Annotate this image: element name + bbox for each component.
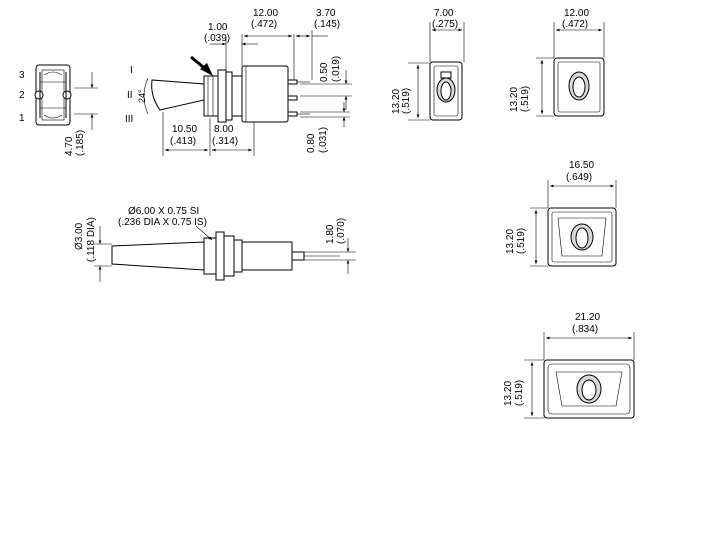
front-view-12mm	[553, 57, 605, 117]
pin-3-label: 3	[19, 70, 25, 81]
dim-519-d: (.519)	[514, 380, 525, 406]
position-II: II	[127, 90, 133, 101]
position-I: I	[130, 65, 133, 76]
front-view-16mm	[547, 207, 617, 267]
dim-039: (.039)	[204, 33, 230, 44]
dim-080: 0.80	[306, 133, 317, 153]
pin-2-label: 2	[19, 90, 25, 101]
dim-472-front: (.472)	[562, 19, 588, 30]
dim-031: (.031)	[318, 127, 329, 153]
front-view-narrow	[429, 61, 463, 121]
dim-180: 1.80	[325, 224, 336, 244]
dim-413: (.413)	[170, 136, 196, 147]
dim-1650: 16.50	[569, 160, 594, 171]
terminal-end-view	[34, 64, 72, 126]
dim-700: 7.00	[434, 8, 454, 19]
dim-1320-a: 13.20	[391, 89, 402, 114]
dim-519-a: (.519)	[401, 88, 412, 114]
dim-519-c: (.519)	[516, 228, 527, 254]
dim-472-side: (.472)	[251, 19, 277, 30]
pin-1-label: 1	[19, 113, 25, 124]
front-view-21mm	[543, 359, 635, 419]
angle-24: 24°	[137, 89, 147, 103]
position-III: III	[125, 114, 133, 125]
dim-070: (.070)	[336, 218, 347, 244]
dim-1320-b: 13.20	[509, 87, 520, 112]
dim-2120: 21.20	[575, 312, 600, 323]
dim-800: 8.00	[214, 124, 234, 135]
dim-649: (.649)	[566, 172, 592, 183]
dim-1200-side: 12.00	[253, 8, 278, 19]
dim-314: (.314)	[212, 136, 238, 147]
dim-050: 0.50	[319, 62, 330, 82]
dim-1320-d: 13.20	[503, 381, 514, 406]
dim-145: (.145)	[314, 19, 340, 30]
side-view	[151, 65, 310, 123]
dim-519-b: (.519)	[520, 86, 531, 112]
dim-600: Ø6.00 X 0.75 SI	[128, 206, 199, 217]
dim-1320-c: 13.20	[505, 229, 516, 254]
dim-1050: 10.50	[172, 124, 197, 135]
dim-275: (.275)	[432, 19, 458, 30]
dim-118: (.118 DIA)	[86, 217, 97, 262]
dim-185: (.185)	[75, 130, 86, 156]
dim-470: 4.70	[64, 136, 75, 156]
dim-834: (.834)	[572, 324, 598, 335]
dim-236: (.236 DIA X 0.75 IS)	[118, 217, 207, 228]
dim-019: (.019)	[331, 56, 342, 82]
dim-1200-front: 12.00	[564, 8, 589, 19]
dim-100: 1.00	[208, 22, 228, 33]
lower-side-view	[111, 231, 340, 281]
dim-370: 3.70	[316, 8, 336, 19]
dim-300: Ø3.00	[74, 222, 85, 250]
